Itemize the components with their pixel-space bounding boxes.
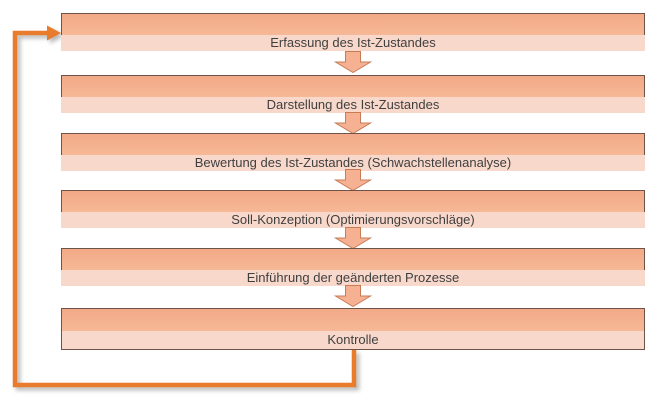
step-label: Kontrolle: [61, 331, 645, 350]
step-band-top: [61, 133, 645, 155]
down-arrow-icon: [333, 51, 373, 73]
step-band-top: [61, 75, 645, 97]
step-label: Einführung der geänderten Prozesse: [61, 270, 645, 286]
down-arrow-icon: [333, 112, 373, 134]
down-arrow-icon: [333, 227, 373, 249]
down-arrow-icon: [333, 169, 373, 191]
step-band-top: [61, 13, 645, 35]
step-box-darstellung: Darstellung des Ist-Zustandes: [61, 75, 645, 113]
step-box-bewertung: Bewertung des Ist-Zustandes (Schwachstel…: [61, 133, 645, 171]
step-label: Erfassung des Ist-Zustandes: [61, 35, 645, 51]
step-box-erfassung: Erfassung des Ist-Zustandes: [61, 13, 645, 51]
step-band-top: [61, 248, 645, 270]
step-label: Darstellung des Ist-Zustandes: [61, 97, 645, 113]
step-label: Soll-Konzeption (Optimierungsvorschläge): [61, 212, 645, 228]
step-band-top: [61, 190, 645, 212]
step-box-einfuehrung: Einführung der geänderten Prozesse: [61, 248, 645, 286]
step-box-kontrolle: Kontrolle: [61, 308, 645, 350]
step-label: Bewertung des Ist-Zustandes (Schwachstel…: [61, 155, 645, 171]
down-arrow-icon: [333, 285, 373, 307]
step-band-top: [61, 308, 645, 331]
step-box-soll-konzeption: Soll-Konzeption (Optimierungsvorschläge): [61, 190, 645, 228]
